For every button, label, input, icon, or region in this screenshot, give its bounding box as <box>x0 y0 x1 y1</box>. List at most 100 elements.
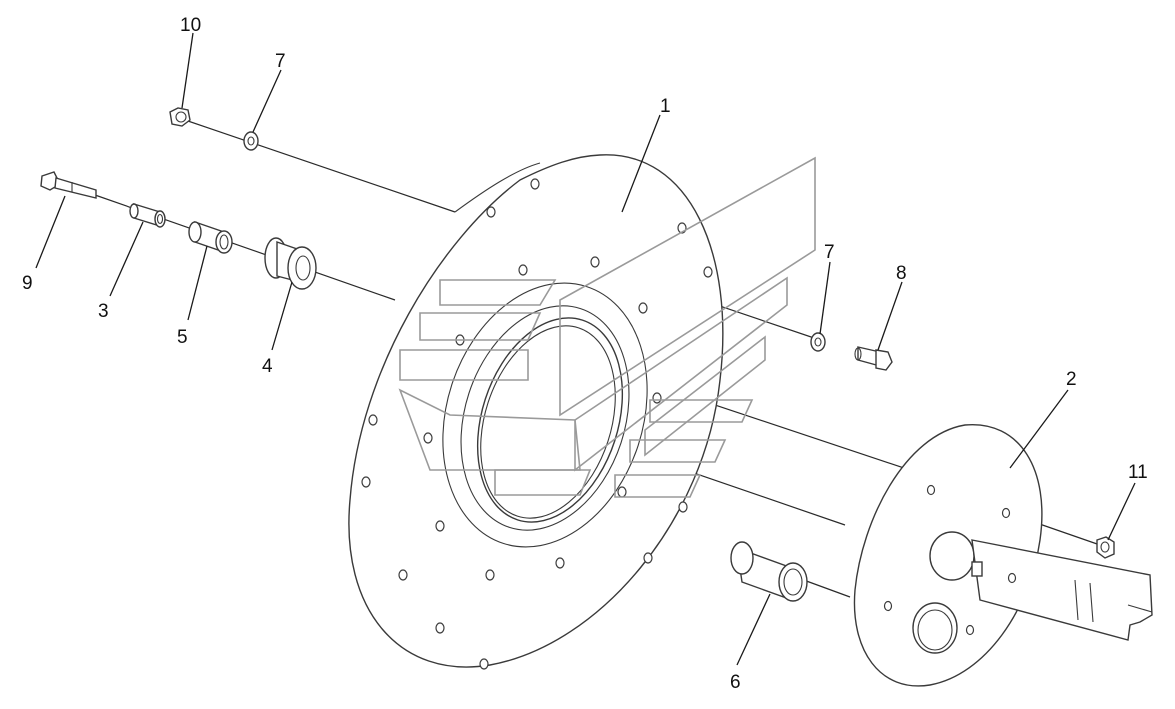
watermark-bar <box>494 469 592 496</box>
bushing-bore <box>219 234 229 250</box>
watermark-bar <box>614 474 702 498</box>
flange-hole <box>486 206 496 218</box>
plate-arm <box>971 539 1153 641</box>
callout-10: 10 <box>180 15 201 36</box>
plate-lower-bore-inner <box>917 609 953 651</box>
watermark-stripe <box>559 156 816 417</box>
roller-part-4 <box>264 237 317 290</box>
flange-part-1 <box>348 154 724 670</box>
plate-hole <box>883 600 893 612</box>
axis-nut-10 <box>184 119 456 213</box>
watermark-bar <box>649 399 754 423</box>
flange-hole <box>530 178 540 190</box>
bolt-part-8 <box>854 346 893 371</box>
arm-slot-line <box>1127 604 1153 613</box>
flange-hole <box>479 658 489 670</box>
flange-hole <box>643 552 653 564</box>
flange-boss-outer <box>442 282 648 548</box>
leader-lines <box>35 32 1136 666</box>
watermark-chevron <box>398 388 581 471</box>
flange-hole <box>652 392 662 404</box>
leader-7-right <box>819 261 831 335</box>
watermark-bar <box>629 439 727 463</box>
bushing-part-5 <box>188 221 233 254</box>
leader-9 <box>35 195 66 269</box>
arm-bend-line <box>1074 579 1079 621</box>
spacer-end <box>129 203 139 219</box>
callout-5: 5 <box>177 327 188 348</box>
plate-hole <box>1007 572 1017 584</box>
roller-flange <box>287 246 317 290</box>
bushing-end <box>215 230 233 254</box>
callout-9: 9 <box>22 273 33 294</box>
watermark-bar <box>399 349 529 381</box>
plate-bore <box>929 531 975 581</box>
flange-hole <box>518 264 528 276</box>
callout-7-right: 7 <box>824 242 835 263</box>
leader-11 <box>1107 482 1136 541</box>
washer-part-7-right <box>810 332 826 352</box>
flange-rim-edge <box>454 162 541 213</box>
leader-3 <box>109 221 144 297</box>
flange-bore <box>476 317 624 523</box>
flange-hole <box>368 414 378 426</box>
washer <box>810 332 826 352</box>
flange-hole <box>423 432 433 444</box>
bushing-bore <box>783 568 803 596</box>
plate-hole <box>1001 507 1011 519</box>
nut-part-11 <box>1096 536 1115 559</box>
callout-6: 6 <box>730 672 741 693</box>
leader-2 <box>1009 389 1069 469</box>
callout-labels: 10 7 1 9 3 5 4 7 8 2 11 6 <box>22 15 1148 693</box>
flange-hole <box>485 569 495 581</box>
flange-hole <box>435 622 445 634</box>
bushing-collar <box>730 541 754 575</box>
flange-hole <box>638 302 648 314</box>
arm-bend-line <box>1089 582 1094 623</box>
leader-7-upper <box>252 69 282 133</box>
spacer-end <box>154 210 166 228</box>
callout-8: 8 <box>896 263 907 284</box>
callout-11: 11 <box>1128 462 1148 483</box>
plate-hole <box>926 484 936 496</box>
arm-lug <box>971 561 983 577</box>
leader-10 <box>181 32 194 109</box>
leader-1 <box>621 114 661 213</box>
nut-part-10 <box>169 107 191 127</box>
flange-hole <box>435 520 445 532</box>
callout-1: 1 <box>660 96 671 117</box>
bushing-end <box>188 221 202 243</box>
leader-8 <box>877 281 903 351</box>
bolt-tip <box>854 347 862 361</box>
flange-hole <box>617 486 627 498</box>
callout-3: 3 <box>98 301 109 322</box>
bolt-shank <box>54 177 97 199</box>
nut-bore <box>175 111 187 123</box>
bushing-part-6 <box>730 541 808 602</box>
leader-5 <box>187 245 208 321</box>
plate-part-2 <box>853 424 1153 687</box>
roller-bore <box>295 255 311 281</box>
flange-boss-ring <box>460 305 630 531</box>
bolt-head <box>875 349 893 371</box>
watermark-bar <box>439 279 557 306</box>
hex-nut <box>169 107 191 127</box>
leader-6 <box>736 593 771 666</box>
bushing-end <box>778 562 808 602</box>
leader-4 <box>271 281 293 351</box>
washer-part-7-upper <box>243 131 259 151</box>
callout-7-upper: 7 <box>275 51 286 72</box>
watermark-bar <box>419 312 542 341</box>
callout-2: 2 <box>1066 369 1077 390</box>
spacer-bore <box>156 213 164 225</box>
bolt-part-9 <box>40 171 97 199</box>
flange-hole <box>590 256 600 268</box>
flange-hole <box>361 476 371 488</box>
flange-hole <box>398 569 408 581</box>
flange-hole <box>678 501 688 513</box>
watermark-logo <box>398 156 816 498</box>
nut-bore <box>1100 541 1110 553</box>
washer-bore <box>247 136 255 146</box>
callout-4: 4 <box>262 356 273 377</box>
